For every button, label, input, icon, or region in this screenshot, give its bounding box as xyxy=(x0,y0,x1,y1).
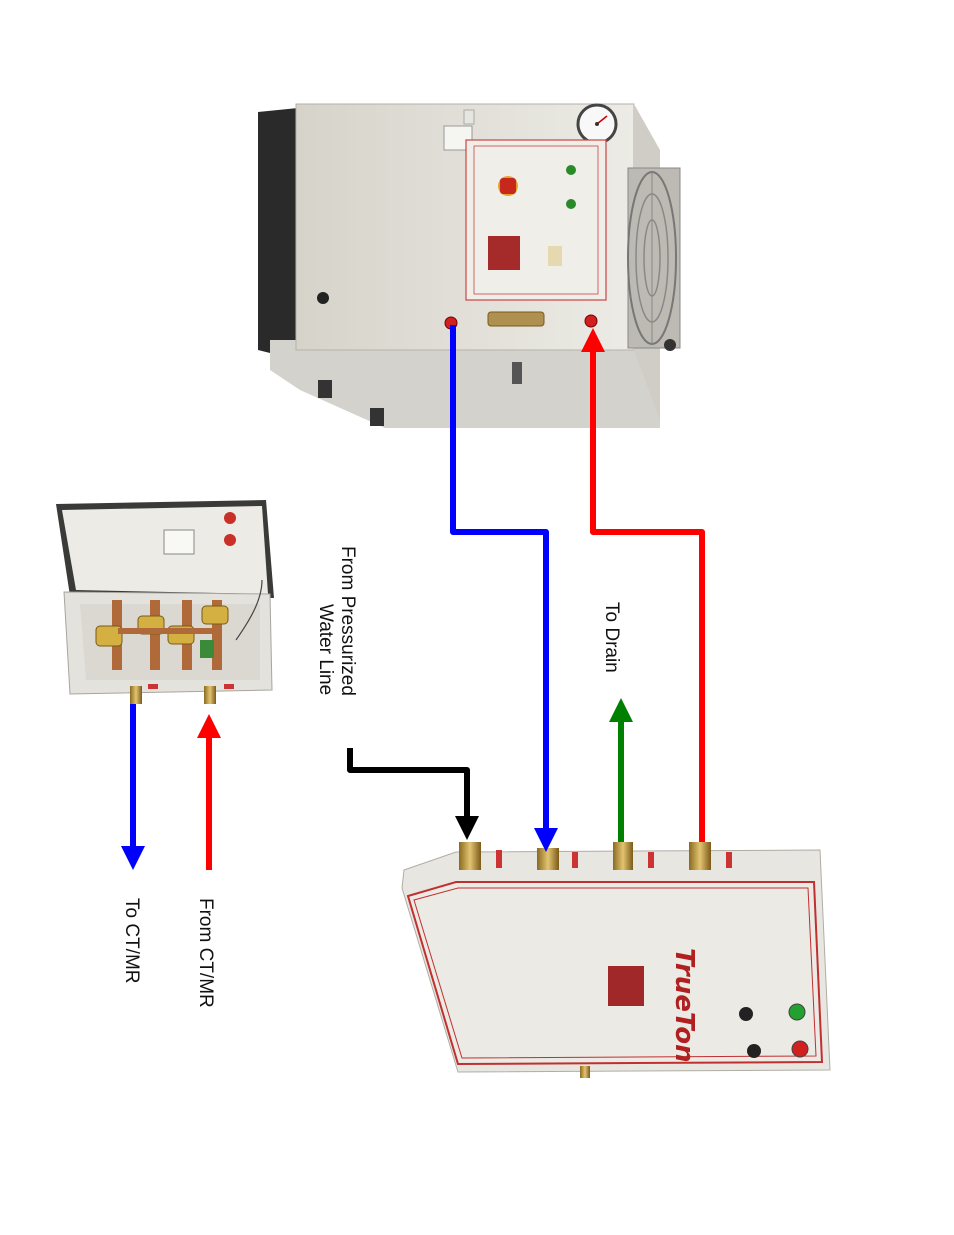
indicator-light-icon xyxy=(788,1003,806,1021)
to-ctmr-label: To CT/MR xyxy=(121,898,142,984)
supply-fitting xyxy=(537,848,559,870)
trueton-logo: TrueTon xyxy=(669,948,699,1063)
to-drain-label: To Drain xyxy=(601,602,622,673)
valve-box-fitting xyxy=(130,686,142,704)
toggle-switch[interactable] xyxy=(739,1007,753,1021)
warning-label xyxy=(463,109,475,125)
from-pressurized-label-line2: Water Line xyxy=(315,604,336,695)
valve-manifold xyxy=(95,579,263,670)
chiller-lower-body xyxy=(270,340,660,428)
chiller-side-frame xyxy=(258,108,298,360)
solenoid-valve-icon xyxy=(95,625,123,647)
fan-guard-icon xyxy=(627,167,681,351)
trueton-panel-trim xyxy=(413,887,817,1059)
fitting-tag xyxy=(648,852,654,868)
pressurized-inlet-fitting xyxy=(459,842,481,870)
display-panel xyxy=(488,236,520,270)
fitting-tag xyxy=(148,684,158,689)
solenoid-valve-icon xyxy=(201,605,229,625)
trueton-unit: TrueTon xyxy=(401,842,831,1078)
return-line-red xyxy=(581,328,705,842)
indicator-light-icon xyxy=(566,165,576,175)
drain-fitting xyxy=(613,842,633,870)
emergency-stop-icon xyxy=(498,176,518,196)
fitting-tag xyxy=(726,852,732,868)
chiller-control-panel xyxy=(465,139,607,301)
fitting-tag xyxy=(496,850,502,868)
from-pressurized-label-line1: From Pressurized xyxy=(337,546,358,696)
valve-box-label xyxy=(163,529,195,555)
chiller-unit xyxy=(258,103,681,428)
valve-box xyxy=(56,500,274,704)
trueton-display xyxy=(608,966,644,1006)
sight-glass xyxy=(487,311,545,327)
indicator-light-icon xyxy=(791,1040,809,1058)
chiller-port xyxy=(317,292,329,304)
toggle-switch[interactable] xyxy=(747,1044,761,1058)
trueton-fittings xyxy=(459,842,732,870)
indicator-light-icon xyxy=(566,199,576,209)
panel-logo xyxy=(548,246,562,266)
chiller-foot xyxy=(370,408,384,426)
from-ctmr-label: From CT/MR xyxy=(195,898,216,1008)
trueton-bottom-fitting xyxy=(580,1066,590,1078)
valve-box-switch xyxy=(224,534,236,546)
trueton-logo-text: TrueTon xyxy=(669,948,699,1063)
pressure-gauge-icon xyxy=(576,103,618,145)
chiller-handle xyxy=(512,362,522,384)
fitting-tag xyxy=(572,852,578,868)
return-fitting xyxy=(689,842,711,870)
valve-box-switch xyxy=(224,512,236,524)
pressurized-line-black xyxy=(347,748,479,840)
chiller-inlet-port xyxy=(584,314,598,328)
fitting-tag xyxy=(224,684,234,689)
supply-line-blue xyxy=(450,325,558,852)
valve-box-fitting xyxy=(204,686,216,704)
chiller-foot xyxy=(318,380,332,398)
valve-box-terminal xyxy=(200,640,214,658)
